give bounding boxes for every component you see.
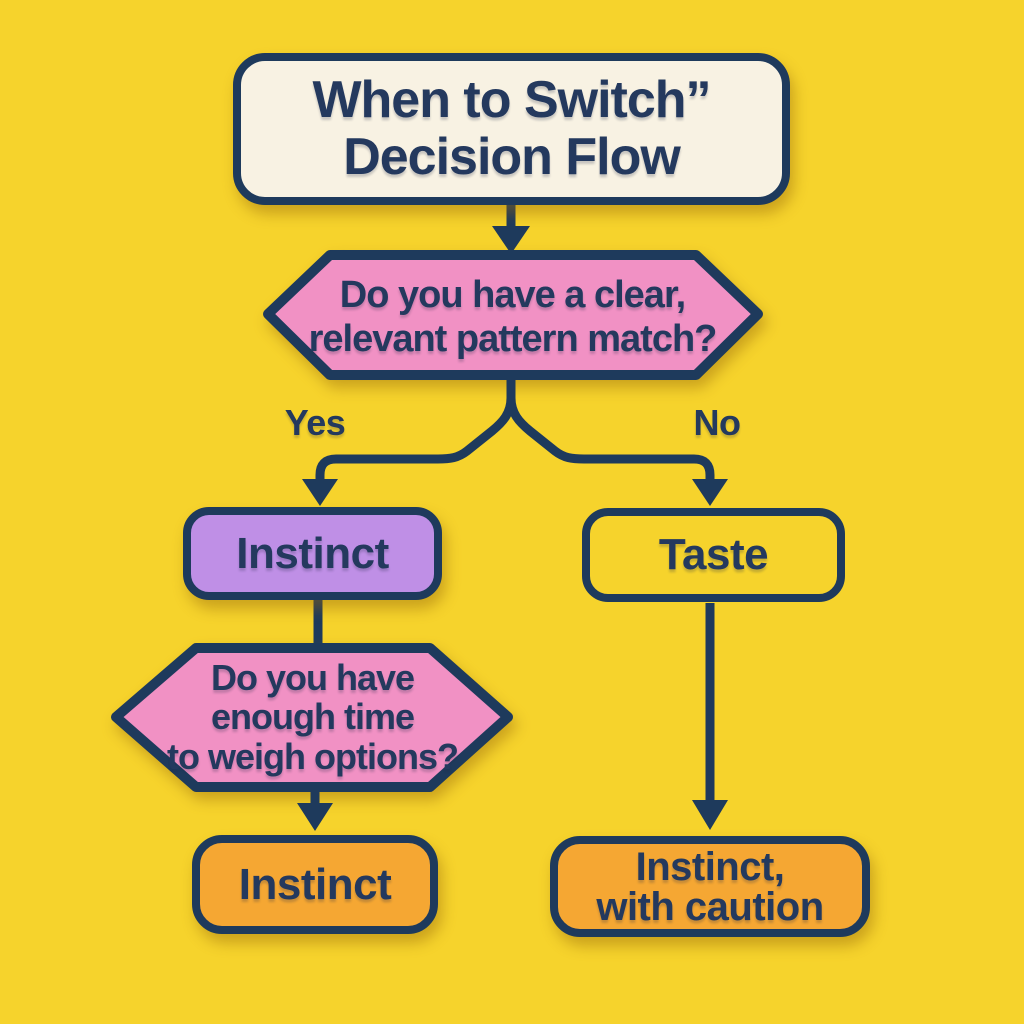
arrowhead-taste-to-caution — [692, 800, 728, 830]
title-line2: Decision Flow — [343, 128, 681, 186]
question2-hexagon — [111, 643, 513, 792]
question2-line1: Do you have — [210, 656, 415, 698]
question2-line3: to weigh options? — [167, 735, 459, 777]
node-instinct-caution: Instinct, with caution — [550, 836, 870, 937]
arrowhead-no — [692, 479, 728, 506]
question1-line2: relevant pattern match? — [308, 318, 718, 360]
question2-line2: enough time — [211, 696, 415, 738]
question2-text: Do you have enough time to weigh options… — [140, 650, 485, 784]
branch-no-line — [506, 397, 715, 482]
caution-line2: with caution — [596, 884, 824, 929]
node-taste: Taste — [582, 508, 845, 602]
arrowhead-yes — [302, 479, 338, 506]
question1-text: Do you have a clear, relevant pattern ma… — [280, 258, 745, 376]
title-box: When to Switch” Decision Flow — [233, 53, 790, 205]
question1-hexagon — [263, 250, 763, 380]
branch-yes-line — [315, 397, 516, 482]
no-branch-label: No — [693, 402, 742, 443]
title-line1: When to Switch” — [312, 70, 711, 129]
node-instinct-final: Instinct — [192, 835, 438, 934]
arrowhead-q2-to-instinct — [297, 803, 333, 831]
arrowhead-title-to-q1 — [492, 226, 530, 254]
yes-branch-label: Yes — [284, 402, 346, 443]
node-instinct-yes: Instinct — [183, 507, 442, 600]
question1-line1: Do you have a clear, — [339, 273, 686, 316]
caution-line1: Instinct, — [635, 844, 785, 889]
